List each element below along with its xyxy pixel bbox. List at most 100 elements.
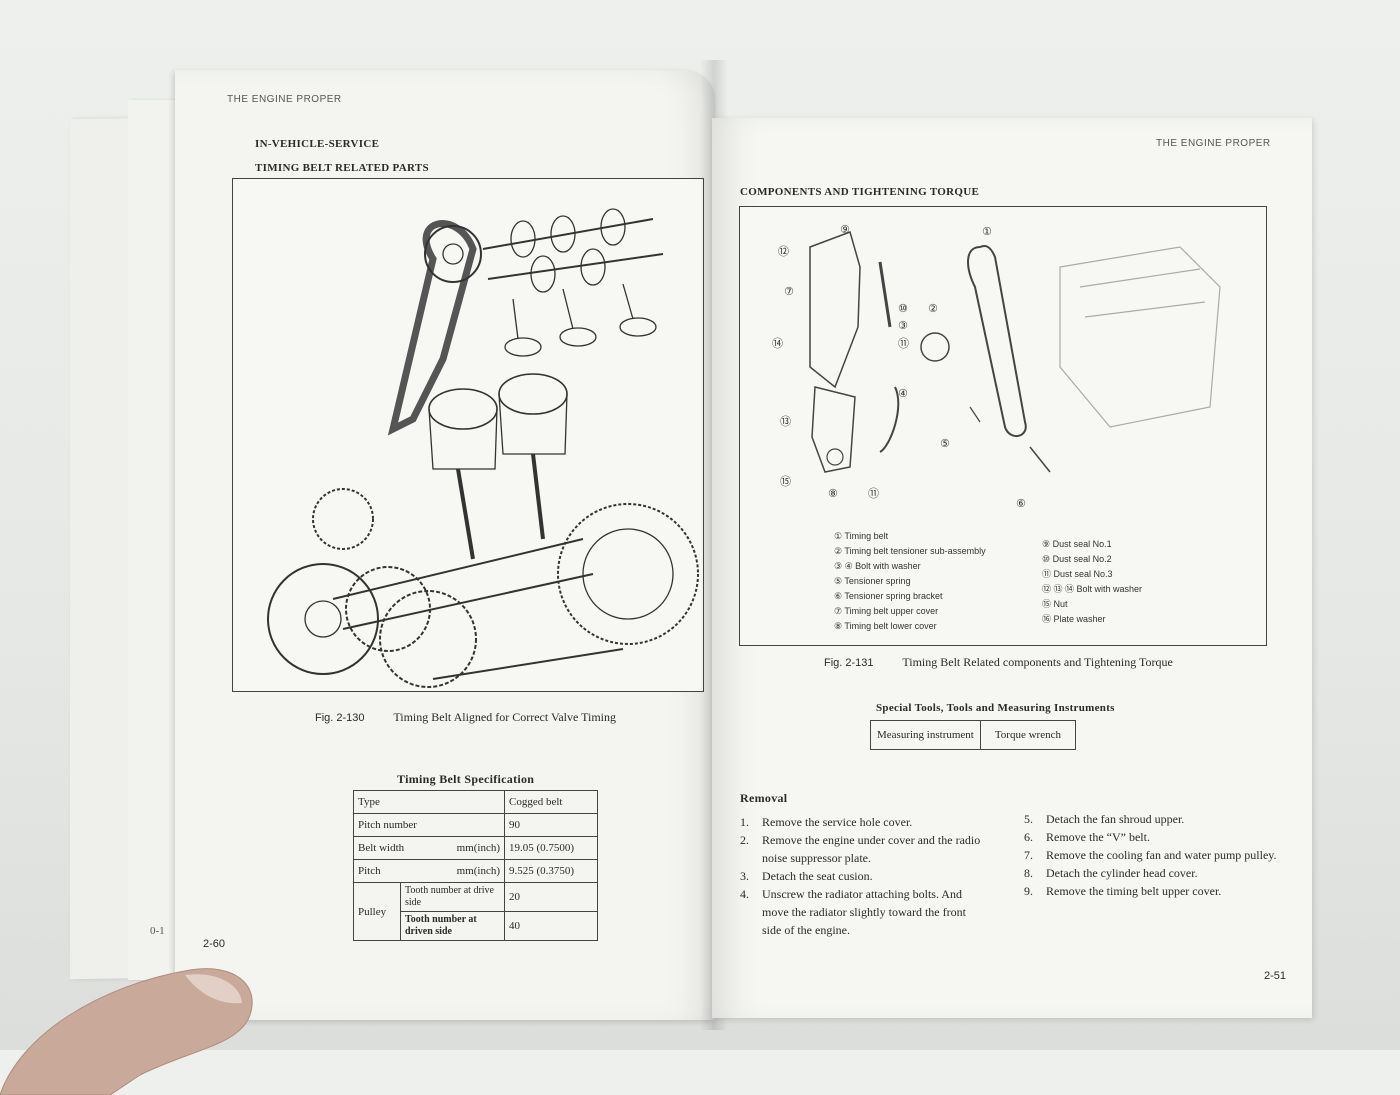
row-label: Belt width mm(inch) (353, 836, 505, 860)
callout-12: ⑫ (778, 245, 789, 258)
row-value: 20 (504, 882, 598, 912)
step-number: 7. (1024, 848, 1033, 862)
legend-item: ② Timing belt tensioner sub-assembly (834, 546, 986, 556)
step-number: 2. (740, 833, 749, 847)
figure-2-130-caption: Fig. 2-130 Timing Belt Aligned for Corre… (315, 710, 616, 725)
pulley-label: Pulley (353, 882, 401, 941)
components-exploded-view: ⑫ ⑨ ① ⑦ ⑩ ③ ⑪ ② ⑭ ④ ⑬ ⑤ ⑮ ⑧ ⑪ ⑥ (772, 223, 1221, 510)
row-label: Pitch number (353, 813, 505, 837)
figure-2-130-box (232, 178, 704, 692)
step-text: Detach the seat cusion. (762, 869, 873, 883)
right-running-head: THE ENGINE PROPER (1156, 138, 1271, 149)
list-item: 8. Detach the cylinder head cover. (1024, 864, 1284, 882)
section-heading: IN-VEHICLE-SERVICE (255, 138, 380, 150)
row-label-text: Pitch (358, 865, 381, 877)
components-heading: COMPONENTS AND TIGHTENING TORQUE (740, 186, 980, 198)
callout-7: ⑦ (784, 285, 794, 298)
figure-2-131-caption: Fig. 2-131 Timing Belt Related component… (824, 655, 1173, 670)
removal-steps-right: 5.Detach the fan shroud upper. 6. Remove … (1024, 810, 1284, 900)
left-running-head: THE ENGINE PROPER (227, 94, 342, 105)
step-number: 4. (740, 887, 749, 901)
list-item: 1. Remove the service hole cover. (740, 813, 988, 831)
underlying-page-number: 0-1 (150, 925, 165, 937)
legend-item: ① Timing belt (834, 531, 889, 541)
row-label: Tooth number at driven side (400, 911, 505, 941)
legend-item: ⑪ Dust seal No.3 (1042, 569, 1113, 579)
step-text: Unscrew the radiator attaching bolts. An… (762, 887, 966, 937)
legend-item: ⑦ Timing belt upper cover (834, 606, 939, 616)
removal-steps-left: 1. Remove the service hole cover. 2. Remov… (740, 813, 988, 939)
legend-item: ⑥ Tensioner spring bracket (834, 591, 943, 601)
right-page: THE ENGINE PROPER COMPONENTS AND TIGHTEN… (712, 118, 1312, 1018)
list-item: 7. Remove the cooling fan and water pump … (1024, 846, 1284, 864)
callout-2: ② (928, 302, 938, 315)
table-row: Measuring instrument Torque wrench (870, 720, 1076, 750)
step-text: Remove the engine under cover and the ra… (762, 833, 981, 865)
callout-1: ① (982, 225, 992, 238)
legend-item: ⑨ Dust seal No.1 (1042, 539, 1112, 549)
row-unit: mm(inch) (456, 865, 500, 877)
list-item: 4. Unscrew the radiator attaching bolts. … (740, 885, 988, 939)
callout-11b: ⑪ (868, 487, 879, 500)
figure-caption-text: Timing Belt Related components and Tight… (902, 655, 1173, 669)
legend-item: ⑫ ⑬ ⑭ Bolt with washer (1042, 584, 1143, 594)
table-row: Pitch number 90 (353, 813, 598, 837)
figure-2-131-box: ⑫ ⑨ ① ⑦ ⑩ ③ ⑪ ② ⑭ ④ ⑬ ⑤ ⑮ ⑧ ⑪ ⑥ ① Timing… (739, 206, 1267, 646)
spec-table-title: Timing Belt Specification (397, 772, 535, 786)
step-text: Remove the cooling fan and water pump pu… (1046, 848, 1277, 862)
row-label: Tooth number at drive side (400, 882, 505, 912)
table-row: Tooth number at driven side 40 (354, 911, 598, 941)
table-row: Type Cogged belt (353, 790, 598, 814)
legend-item: ⑯ Plate washer (1042, 614, 1106, 624)
row-label: Type (353, 790, 505, 814)
tools-cell: Measuring instrument (870, 720, 981, 750)
figure-number: Fig. 2-130 (315, 712, 365, 724)
table-row: Belt width mm(inch) 19.05 (0.7500) (353, 836, 598, 860)
figure-caption-text: Timing Belt Aligned for Correct Valve Ti… (393, 710, 617, 724)
callout-10: ⑩ (898, 302, 908, 315)
step-text: Remove the “V” belt. (1046, 830, 1150, 844)
step-text: Remove the timing belt upper cover. (1046, 884, 1222, 898)
callout-11: ⑪ (898, 337, 909, 350)
callout-3: ③ (898, 319, 908, 332)
step-number: 8. (1024, 866, 1033, 880)
row-value: Cogged belt (504, 790, 598, 814)
thumb-photo-element (0, 968, 253, 1095)
figure-number: Fig. 2-131 (824, 657, 874, 669)
legend-item: ③ ④ Bolt with washer (834, 561, 921, 571)
row-label-text: Belt width (358, 842, 405, 854)
step-number: 9. (1024, 884, 1033, 898)
callout-8: ⑧ (828, 487, 838, 500)
list-item: 5.Detach the fan shroud upper. (1024, 810, 1284, 828)
left-page-number: 2-60 (203, 938, 226, 950)
step-text: Detach the cylinder head cover. (1046, 866, 1198, 880)
right-page-number: 2-51 (1264, 970, 1287, 982)
tools-cell: Torque wrench (979, 720, 1076, 750)
table-row: Pulley Tooth number at drive side 20 (353, 882, 598, 941)
row-unit: mm(inch) (456, 842, 500, 854)
removal-heading: Removal (740, 791, 788, 805)
legend-item: ⑤ Tensioner spring (834, 576, 911, 586)
list-item: 9. Remove the timing belt upper cover. (1024, 882, 1284, 900)
list-item: 2. Remove the engine under cover and the … (740, 831, 988, 867)
tools-heading: Special Tools, Tools and Measuring Instr… (876, 702, 1115, 714)
step-text: Remove the service hole cover. (762, 815, 913, 829)
table-row: Pitch mm(inch) 9.525 (0.3750) (353, 859, 598, 883)
timing-belt-spec-table: Type Cogged belt Pitch number 90 Belt wi… (353, 790, 598, 941)
callout-13: ⑬ (780, 415, 791, 428)
subsection-heading: TIMING BELT RELATED PARTS (255, 162, 429, 174)
step-number: 1. (740, 815, 749, 829)
legend-item: ⑮ Nut (1042, 599, 1068, 609)
left-page: THE ENGINE PROPER IN-VEHICLE-SERVICE TIM… (175, 70, 715, 1020)
callout-9: ⑨ (840, 223, 850, 236)
step-text: Detach the fan shroud upper. (1046, 812, 1185, 826)
list-item: 3.Detach the seat cusion. (740, 867, 988, 885)
row-label: Pitch mm(inch) (353, 859, 505, 883)
step-number: 6. (1024, 830, 1033, 844)
callout-5: ⑤ (940, 437, 950, 450)
row-value: 40 (504, 911, 598, 941)
legend-left: ① Timing belt ② Timing belt tensioner su… (834, 529, 986, 634)
callout-4: ④ (898, 387, 908, 400)
row-value: 9.525 (0.3750) (504, 859, 598, 883)
tools-table: Measuring instrument Torque wrench (870, 720, 1076, 750)
